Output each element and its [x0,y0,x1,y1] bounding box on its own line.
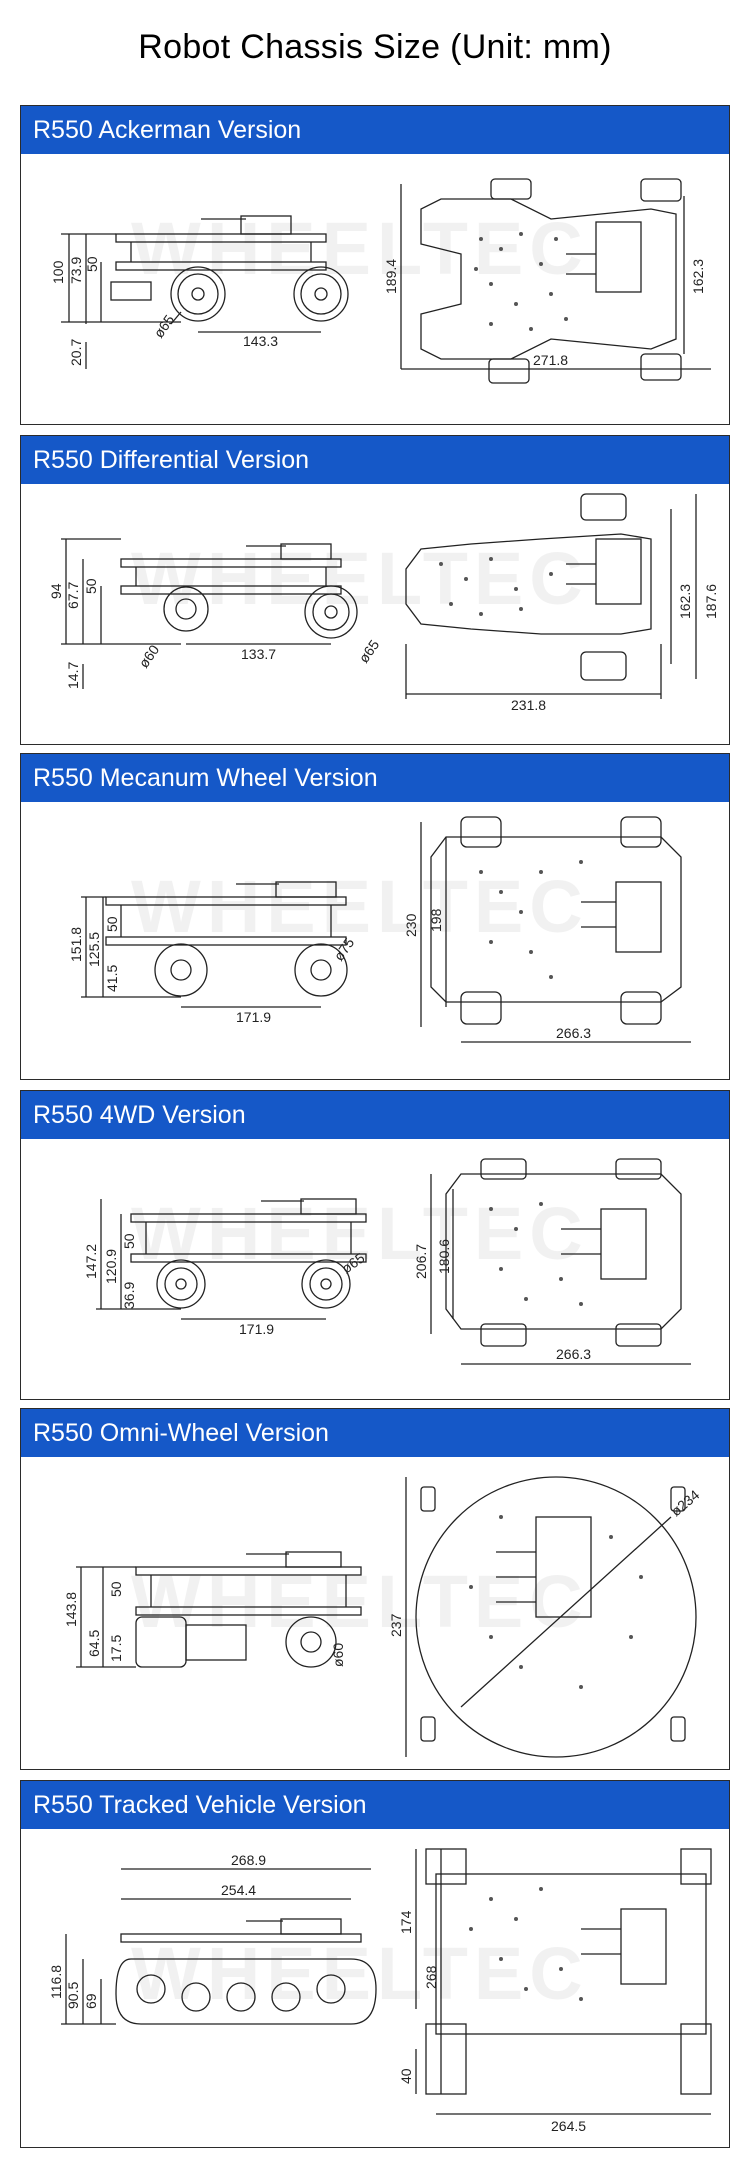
dim-top-width: 268 [423,1965,439,1989]
dim-side-height: 151.8 [68,927,84,962]
dim-wheelbase: 171.9 [239,1321,274,1337]
mecanum-drawing: WHEELTEC 151.8 125.5 50 [68,816,691,1043]
panel-heading: R550 Omni-Wheel Version [21,1409,729,1457]
dim-caster-diameter: ø60 [135,642,162,671]
dim-top-width: 187.6 [703,584,719,619]
dim-side-deck-height: 64.5 [86,1630,102,1657]
dim-top-width: 230 [403,913,419,937]
ackerman-drawing: WHEELTEC [50,178,711,384]
dim-side-clearance: 41.5 [104,965,120,992]
dim-side-height: 143.8 [63,1592,79,1627]
dim-side-layer-gap: 50 [104,916,120,932]
watermark: WHEELTEC [131,1932,589,2015]
dim-top-track: 162.3 [677,584,693,619]
panel-heading: R550 4WD Version [21,1091,729,1139]
dim-side-deck-height: 67.7 [65,582,81,609]
dim-top-track: 180.6 [436,1239,452,1274]
dim-track-length: 268.9 [231,1852,266,1868]
dim-top-inner-width: 174 [398,1910,414,1934]
dim-top-length: 266.3 [556,1025,591,1041]
dim-top-width: 206.7 [413,1244,429,1279]
dim-top-width: 189.4 [383,259,399,294]
dim-top-track: 198 [428,908,444,932]
panel-heading: R550 Mecanum Wheel Version [21,754,729,802]
dim-wheelbase: 133.7 [241,646,276,662]
dim-top-diameter: ø234 [668,1486,703,1519]
dim-side-deck-height: 90.5 [65,1982,81,2009]
panel-mecanum: R550 Mecanum Wheel Version WHEELTEC [20,753,730,1080]
dim-side-layer-gap: 50 [84,256,100,272]
dim-wheel-diameter: ø65 [150,312,177,341]
dim-top-length: 266.3 [556,1346,591,1362]
dim-top-width: 237 [388,1613,404,1637]
dim-wheelbase: 171.9 [236,1009,271,1025]
panel-ackerman: R550 Ackerman Version WHEELTEC [20,105,730,425]
dim-wheel-diameter: ø60 [330,1643,346,1667]
fourwd-drawing: WHEELTEC 147.2 120.9 50 [83,1158,691,1365]
dim-side-clearance: 36.9 [121,1282,137,1309]
panel-heading: R550 Differential Version [21,436,729,484]
watermark: WHEELTEC [131,1192,589,1275]
panel-tracked: R550 Tracked Vehicle Version WHEELTEC [20,1780,730,2148]
dim-top-track: 162.3 [690,259,706,294]
dim-side-layer-gap: 50 [121,1233,137,1249]
dim-side-deck-height: 120.9 [103,1249,119,1284]
dim-side-height: 116.8 [48,1965,64,1999]
dim-wheelbase: 143.3 [243,333,278,349]
dim-side-height: 100 [50,260,66,284]
panel-4wd: R550 4WD Version WHEELTEC 147 [20,1090,730,1400]
dim-side-deck-height: 73.9 [68,257,84,284]
dim-side-clearance: 14.7 [65,662,81,689]
omni-drawing: WHEELTEC 143.8 50 64.5 1 [63,1476,703,1758]
dim-side-deck-height: 125.5 [86,932,102,967]
dim-top-length: 231.8 [511,697,546,713]
dim-track-width: 40 [398,2068,414,2084]
panel-heading: R550 Tracked Vehicle Version [21,1781,729,1829]
dim-wheel-diameter: ø65 [355,637,382,666]
panel-differential: R550 Differential Version WHEELTEC [20,435,730,745]
dim-deck-length: 254.4 [221,1882,256,1898]
dim-side-height: 94 [48,583,64,599]
page-title: Robot Chassis Size (Unit: mm) [138,28,612,66]
panel-omni: R550 Omni-Wheel Version WHEELTEC [20,1408,730,1770]
dim-top-length: 264.5 [551,2118,586,2134]
dim-side-height: 147.2 [83,1244,99,1279]
dim-top-length: 271.8 [533,352,568,368]
dim-side-clearance: 17.5 [108,1635,124,1662]
dim-track-height: 69 [83,1993,99,2009]
dim-side-layer-gap: 50 [83,578,99,594]
watermark: WHEELTEC [131,207,589,290]
watermark: WHEELTEC [131,865,589,948]
tracked-drawing: WHEELTEC 268.9 254.4 116.8 [48,1848,712,2134]
panel-heading: R550 Ackerman Version [21,106,729,154]
dim-side-layer-gap: 50 [108,1581,124,1597]
dim-side-clearance: 20.7 [68,339,84,366]
differential-drawing: WHEELTEC 94 67.7 50 [48,493,719,713]
